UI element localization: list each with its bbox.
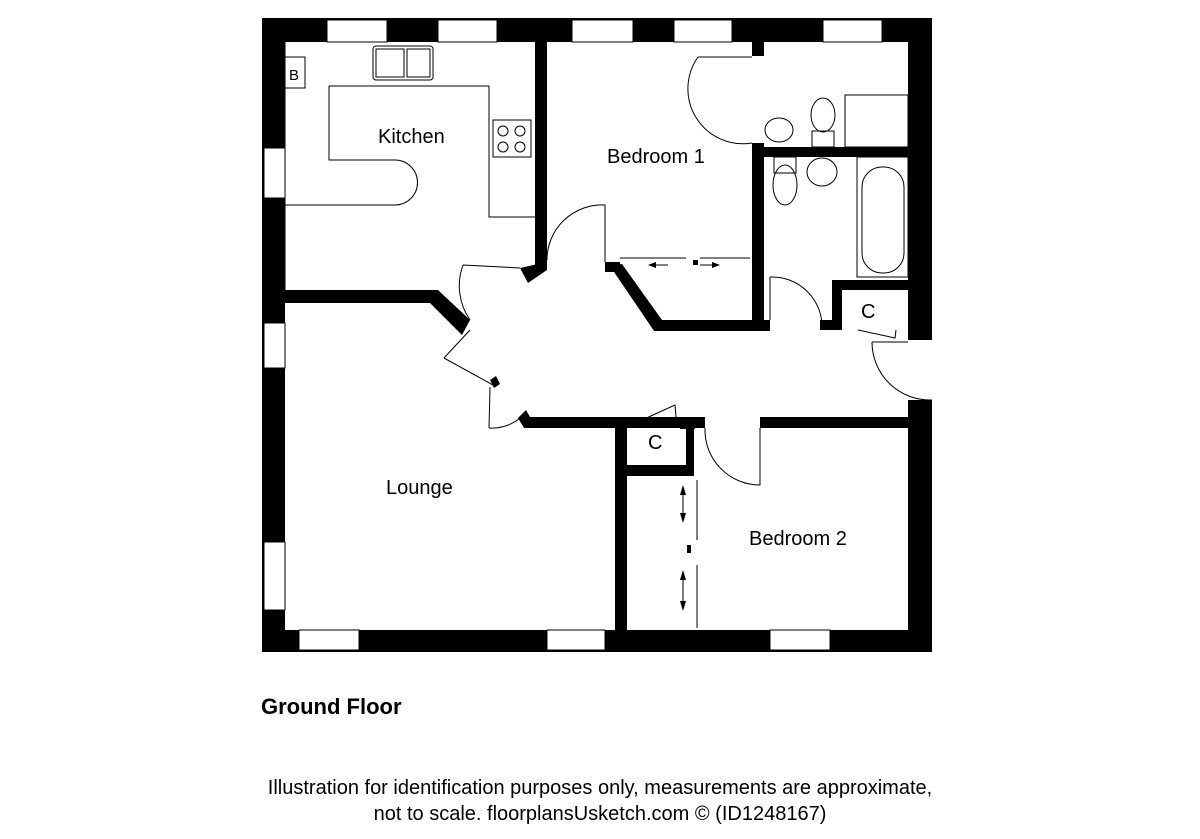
disclaimer-line-1: Illustration for identification purposes… xyxy=(267,777,933,799)
bath-icon xyxy=(856,156,909,278)
boiler-box xyxy=(284,56,306,89)
room-label-bedroom-1: Bedroom 1 xyxy=(607,146,705,168)
hob-icon xyxy=(492,119,532,158)
disclaimer: Illustration for identification purposes… xyxy=(0,775,1200,827)
room-label-bedroom-2: Bedroom 2 xyxy=(749,528,847,550)
bathroom-fittings xyxy=(764,94,909,278)
toilet-icon xyxy=(772,164,798,206)
shower-icon xyxy=(844,94,909,148)
room-label-cupboard-hall: C xyxy=(648,432,662,454)
sink-icon xyxy=(372,45,434,81)
interior-walls xyxy=(285,42,908,630)
doors xyxy=(443,56,933,628)
disclaimer-line-2: not to scale. floorplansUsketch.com © (I… xyxy=(373,803,827,825)
kitchen-fittings xyxy=(284,42,535,303)
toilet-icon xyxy=(810,97,836,133)
basin-icon xyxy=(806,157,838,187)
windows xyxy=(263,19,883,651)
floor-title: Ground Floor xyxy=(261,694,402,719)
basin-icon xyxy=(764,117,794,143)
outer-walls xyxy=(262,18,932,652)
room-label-kitchen: Kitchen xyxy=(378,126,445,148)
room-label-cupboard-lobby: C xyxy=(861,301,875,323)
boiler-label: B xyxy=(289,67,299,84)
room-label-lounge: Lounge xyxy=(386,477,453,499)
